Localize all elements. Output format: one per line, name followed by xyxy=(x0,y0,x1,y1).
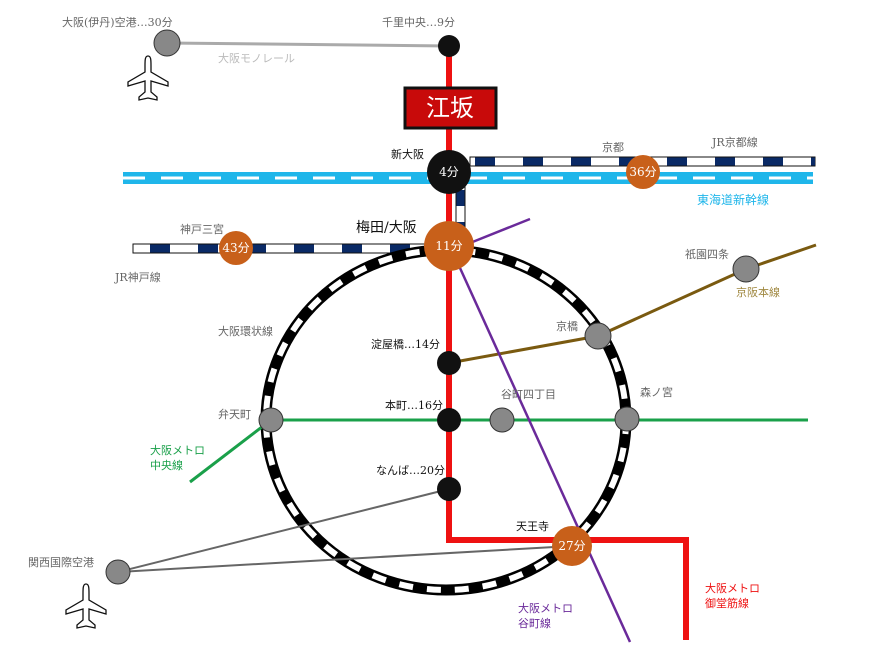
kobe-time: 43分 xyxy=(222,241,249,255)
tennoji-station xyxy=(552,526,592,566)
kyoto-label: 京都 xyxy=(602,140,624,154)
tanimachi-line xyxy=(458,267,632,643)
keihan-line xyxy=(448,243,817,365)
umeda-label: 梅田/大阪 xyxy=(356,220,417,236)
kansai-airport-station xyxy=(105,559,131,585)
jr-kyoto-label: JR京都線 xyxy=(711,135,758,149)
kobe-label: 神戸三宮 xyxy=(180,222,224,236)
kansai-namba-line xyxy=(117,488,450,573)
jr-kobe-label: JR神戸線 xyxy=(114,270,161,284)
esaka-title: 江坂 xyxy=(426,94,474,122)
umeda-time: 11分 xyxy=(435,239,462,253)
tanimachi4-station xyxy=(489,407,515,433)
shin-osaka-station xyxy=(427,150,471,194)
kyobashi-label: 京橋 xyxy=(556,319,578,333)
kansai-tennoji-line xyxy=(117,545,573,573)
gion-label: 祇園四条 xyxy=(685,247,729,261)
umeda-station xyxy=(424,221,474,271)
kyoto-time: 36分 xyxy=(629,165,656,179)
chuo-label-1: 大阪メトロ xyxy=(150,443,205,457)
midosuji-label-1: 大阪メトロ xyxy=(705,581,760,595)
itami-station xyxy=(153,29,181,57)
gion-station xyxy=(732,255,760,283)
kobe-station xyxy=(219,231,253,265)
chuo-label-2: 中央線 xyxy=(150,458,183,472)
morinomiya-station xyxy=(614,406,640,432)
midosuji-label-2: 御堂筋線 xyxy=(705,596,749,610)
airplane-icon xyxy=(127,55,169,101)
monorail-line xyxy=(166,41,450,48)
bentencho-label: 弁天町 xyxy=(218,407,251,421)
itami-label: 大阪(伊丹)空港…30分 xyxy=(62,15,173,29)
yodoyabashi-label: 淀屋橋…14分 xyxy=(371,337,440,351)
morinomiya-label: 森ノ宮 xyxy=(640,385,673,399)
keihan-label: 京阪本線 xyxy=(736,285,780,299)
tennoji-time: 27分 xyxy=(558,539,585,553)
loop-label: 大阪環状線 xyxy=(218,324,273,338)
esaka-station-box xyxy=(403,86,498,130)
tanimachi-label-2: 谷町線 xyxy=(518,616,551,630)
kyoto-station xyxy=(626,155,660,189)
monorail-label: 大阪モノレール xyxy=(218,51,295,65)
shinkansen-label: 東海道新幹線 xyxy=(697,192,769,207)
honmachi-station xyxy=(437,408,461,432)
shin-osaka-label: 新大阪 xyxy=(391,147,424,161)
senri-station xyxy=(438,35,460,57)
bentencho-station xyxy=(258,407,284,433)
tanimachi4-label: 谷町四丁目 xyxy=(501,388,556,401)
airplane-icon xyxy=(65,583,107,629)
senri-label: 千里中央…9分 xyxy=(382,16,455,29)
tanimachi-line-north xyxy=(469,217,531,245)
namba-station xyxy=(437,477,461,501)
yodoyabashi-station xyxy=(437,351,461,375)
tennoji-label: 天王寺 xyxy=(516,520,549,533)
kansai-label: 関西国際空港 xyxy=(28,555,94,569)
tanimachi-label-1: 大阪メトロ xyxy=(518,601,573,615)
shin-osaka-time: 4分 xyxy=(439,165,459,179)
namba-label: なんば…20分 xyxy=(376,464,445,477)
kyobashi-station xyxy=(584,322,612,350)
honmachi-label: 本町…16分 xyxy=(385,398,443,412)
